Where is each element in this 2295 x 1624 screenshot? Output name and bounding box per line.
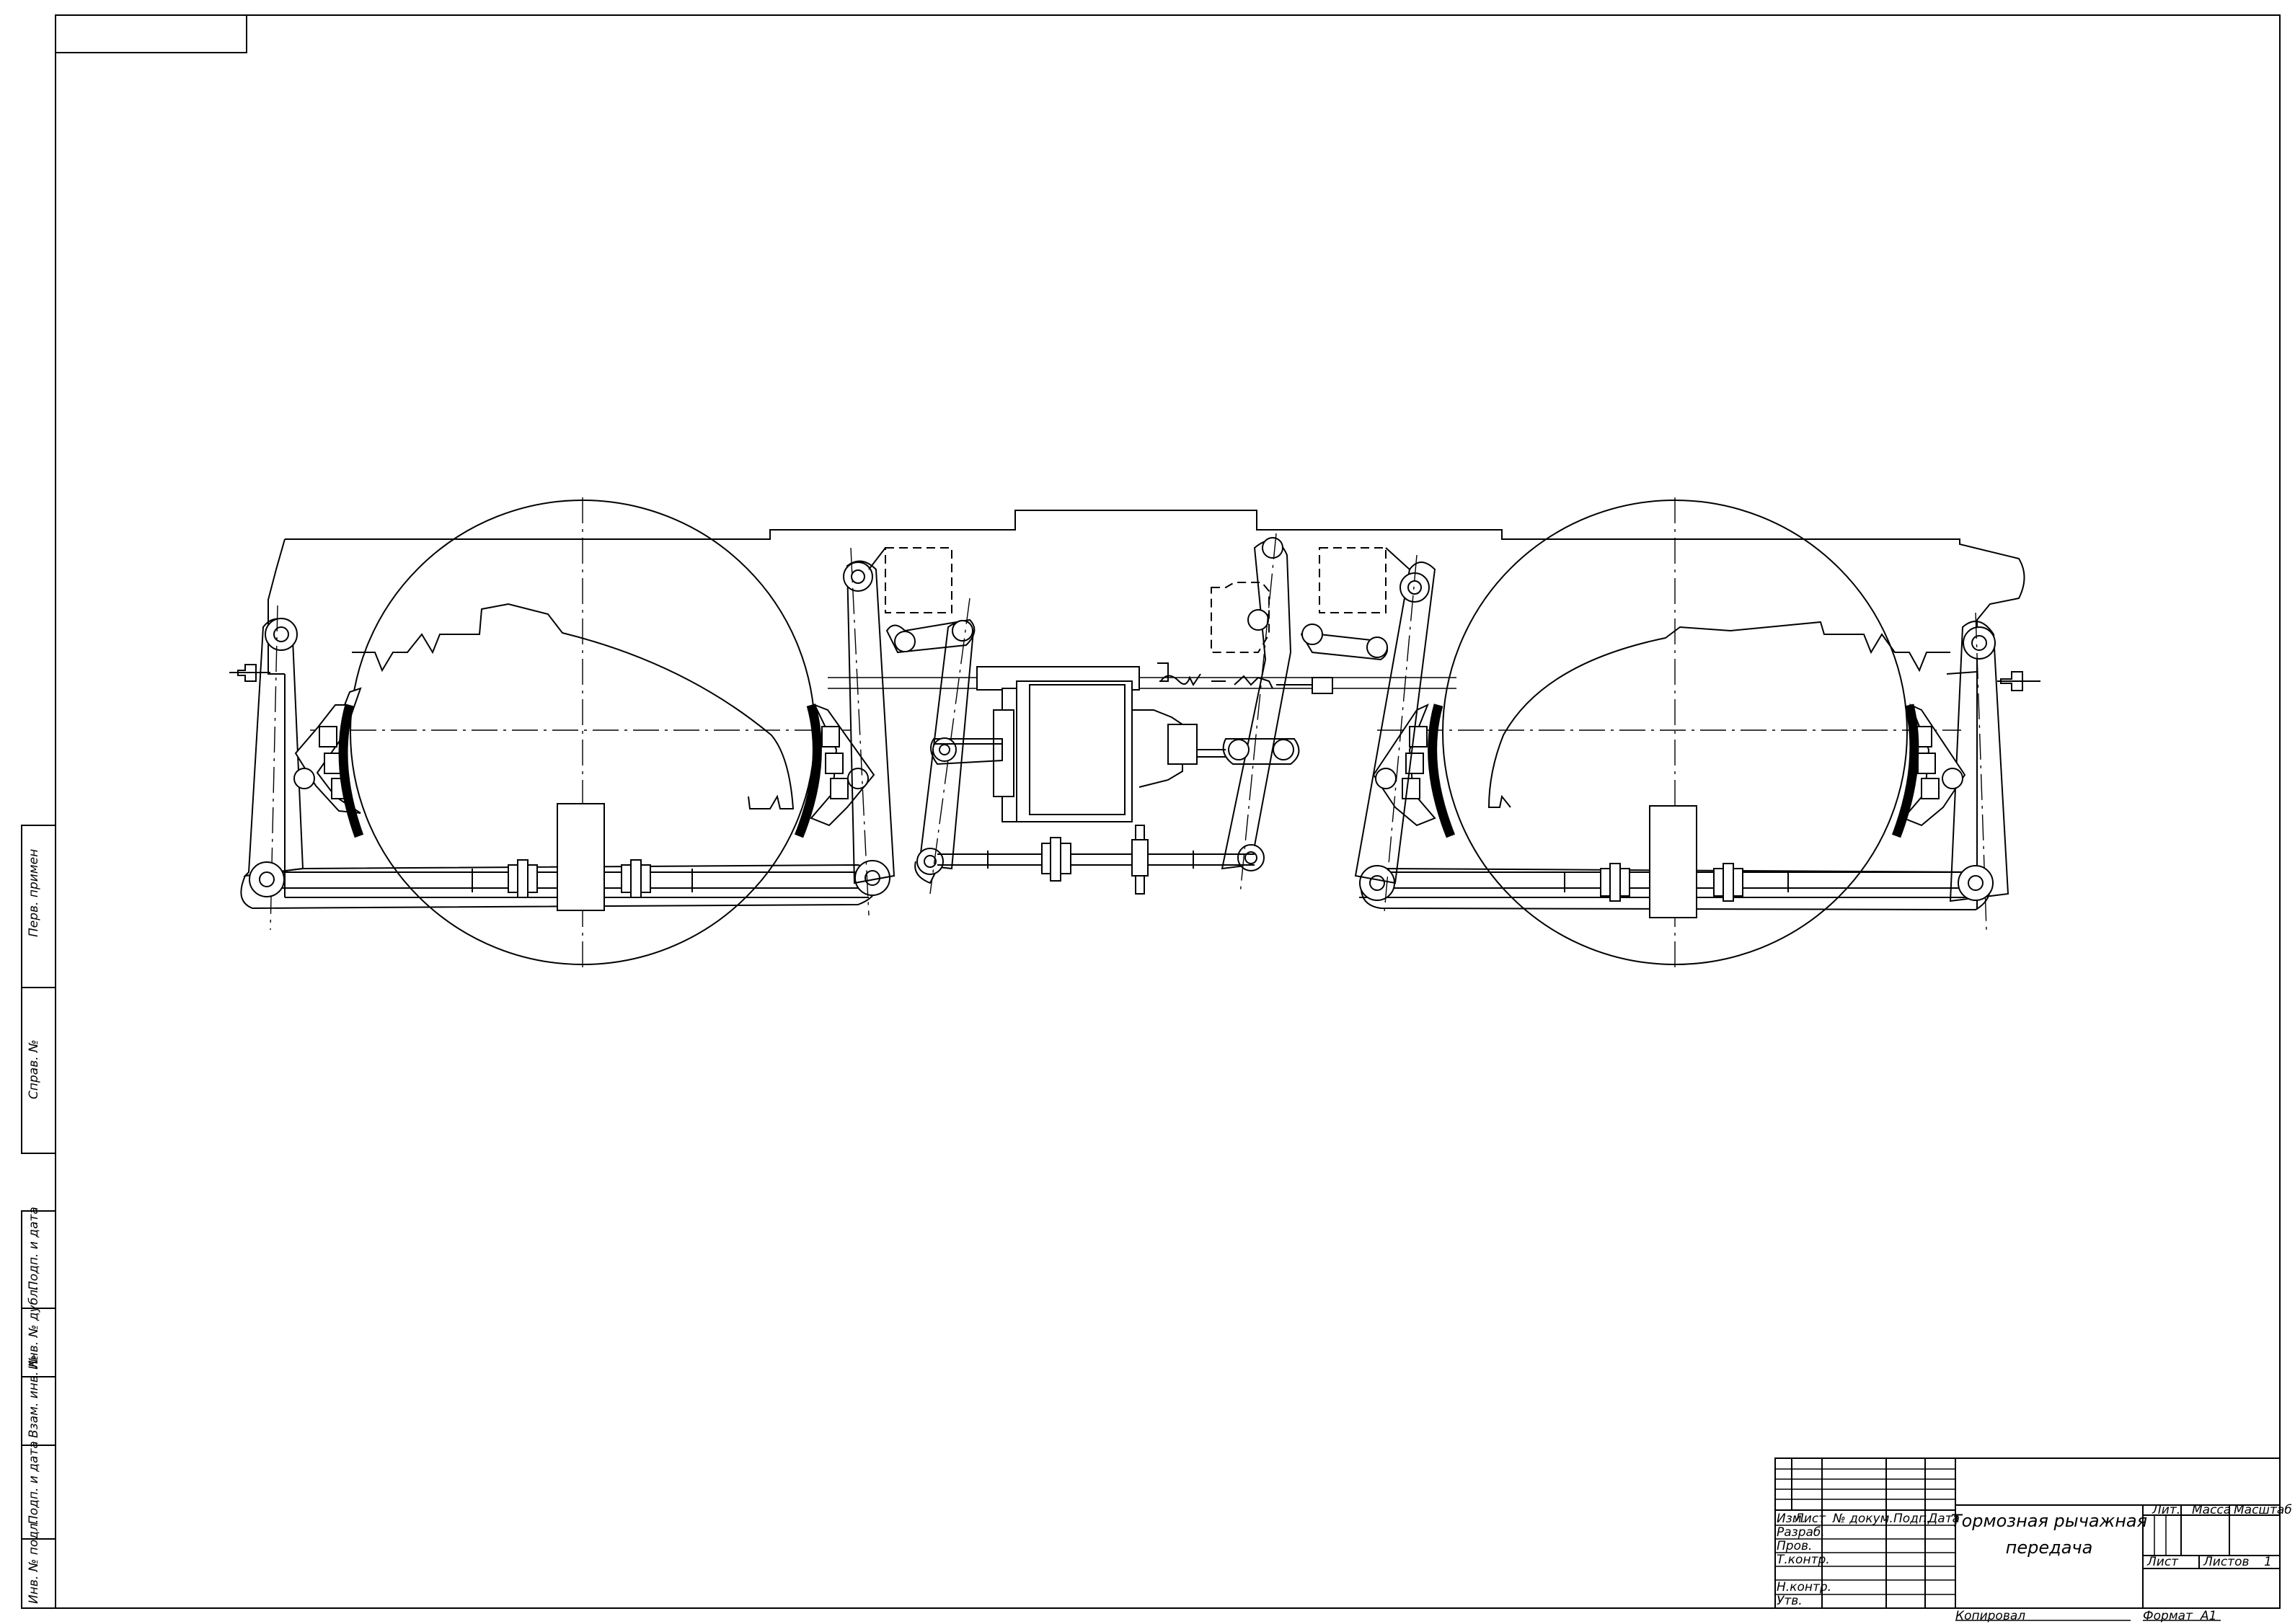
lit-label: Лит. <box>2152 1503 2180 1517</box>
role-utv: Утв. <box>1777 1594 1803 1608</box>
title-block: Изм. Лист № докум. Подп. Дата Разраб. Пр… <box>1774 1457 2292 1609</box>
col-data: Дата <box>1927 1512 1960 1526</box>
drawing-title-line1: Тормозная рычажная <box>1951 1511 2147 1531</box>
side-column: Перв. примен Справ. № Подп. и дата Инв. … <box>21 825 56 1609</box>
outer-frame <box>55 14 2281 1609</box>
vzam-inv-no-label: Взам. инв. № <box>27 1355 41 1438</box>
col-list: Лист <box>1794 1512 1826 1526</box>
below-frame-labels: Копировал Формат A1 <box>1955 1609 2221 1623</box>
inv-no-podl-label: Инв. № подл. <box>27 1519 41 1604</box>
col-izm: Изм. <box>1777 1512 1805 1526</box>
central-lever-right <box>1221 539 1292 870</box>
inv-no-dubl-label: Инв. № дубл. <box>27 1286 41 1370</box>
left-inner-brake-block <box>794 704 875 838</box>
list-label: Лист <box>2146 1555 2179 1569</box>
right-outer-lever <box>1949 621 2009 902</box>
spring-link <box>1157 662 1333 694</box>
right-lower-tie-rod <box>1359 805 1994 918</box>
perv-primen-label: Перв. примен <box>27 849 41 937</box>
sprav-no-label: Справ. № <box>27 1039 41 1099</box>
role-nkontr: Н.контр. <box>1777 1580 1831 1594</box>
col-podp: Подп. <box>1893 1512 1930 1526</box>
right-inner-brake-block <box>1372 704 1456 838</box>
listov-value: 1 <box>2264 1555 2272 1569</box>
col-no-dokum: № докум. <box>1832 1512 1893 1526</box>
central-pull-rod <box>937 825 1255 895</box>
listov-label: Листов <box>2203 1555 2250 1569</box>
bogie-drawing <box>229 497 2040 973</box>
kopiroval-label: Копировал <box>1955 1609 2025 1623</box>
right-hidden-bracket <box>1319 547 1387 613</box>
left-outer-brake-block <box>293 687 364 838</box>
left-lower-tie-rod <box>240 803 890 911</box>
bogie-frame <box>285 510 2025 675</box>
format-label: Формат <box>2143 1609 2193 1623</box>
format-value: A1 <box>2200 1609 2216 1623</box>
podp-i-data-1-label: Подп. и дата <box>27 1207 41 1290</box>
right-inner-lever <box>1354 562 1436 884</box>
drawing-title-line2: передача <box>2006 1538 2093 1558</box>
top-left-stamp <box>55 14 247 53</box>
role-tkontr: Т.контр. <box>1777 1553 1830 1567</box>
masshtab-label: Масштаб <box>2234 1503 2292 1517</box>
role-prov: Пров. <box>1777 1539 1812 1553</box>
massa-label: Масса <box>2192 1503 2231 1517</box>
left-hidden-bracket <box>885 547 952 613</box>
podp-i-data-2-label: Подп. и дата <box>27 1441 41 1525</box>
role-razrab: Разраб. <box>1777 1525 1825 1540</box>
brake-cylinder <box>976 666 1226 822</box>
right-outer-brake-block <box>1891 704 1966 838</box>
